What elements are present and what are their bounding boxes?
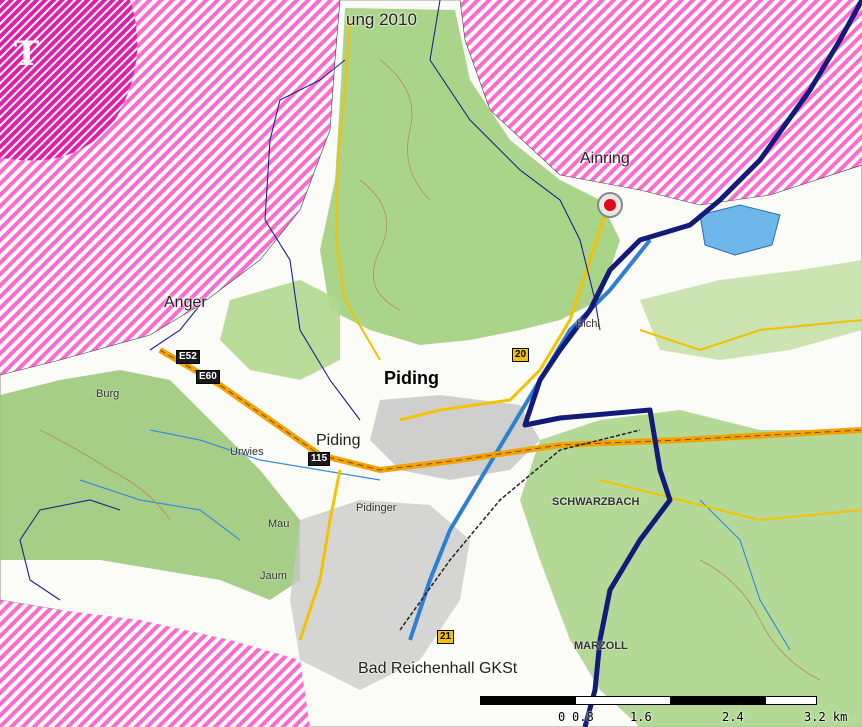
motorway-a8-line: [159, 349, 862, 471]
scale-tick-3: 2.4: [722, 710, 744, 724]
map-title-fragment: ung 2010: [346, 10, 417, 29]
place-piding-main: Piding: [384, 368, 439, 388]
forest-center: [220, 280, 340, 380]
place-marzoll: MARZOLL: [574, 640, 628, 652]
telekom-logo-icon: T: [14, 34, 40, 74]
contour-1: [379, 59, 431, 201]
place-anger: Anger: [164, 294, 207, 311]
route-b21-shield: 21: [437, 630, 455, 644]
scale-tick-4: 3.2 km: [804, 710, 848, 724]
road-east-2: [639, 319, 862, 352]
forest-ne: [640, 260, 862, 360]
scale-tick-2: 1.6: [630, 710, 652, 724]
border-line: [522, 0, 862, 727]
scale-bar: 0 0.8 1.6 2.4 3.2 km: [478, 693, 862, 727]
stream-2: [79, 479, 241, 541]
place-bichl: Bichl: [576, 318, 600, 330]
scale-segment-1: [480, 696, 576, 705]
coverage-lobe-sw: [0, 600, 310, 727]
forest-east: [520, 410, 862, 727]
place-bad-reichenhall: Bad Reichenhall GKSt: [358, 660, 518, 677]
road-east: [599, 479, 862, 522]
route-e52-shield: E52: [176, 350, 200, 364]
built-up-reichenhall: [290, 500, 470, 690]
route-e60-shield: E60: [196, 370, 220, 384]
scale-segment-3: [670, 696, 766, 705]
place-schwarzbach: SCHWARZBACH: [552, 496, 640, 508]
vodafone-site-icon[interactable]: [597, 192, 623, 218]
municipal-boundary: [19, 0, 601, 601]
railway: [399, 429, 641, 631]
contour-3: [699, 559, 821, 681]
forest-north: [320, 8, 620, 345]
road-b20: [399, 199, 612, 422]
place-burg: Burg: [96, 388, 120, 400]
contour-2: [359, 179, 401, 311]
place-pidinger-au: Pidinger: [356, 502, 397, 514]
place-ainring: Ainring: [580, 150, 630, 167]
place-mau: Mau: [268, 518, 290, 530]
stream-3: [699, 499, 791, 651]
place-jaum: Jaum: [260, 570, 287, 582]
road-north: [334, 19, 381, 361]
scale-segment-2: [575, 696, 671, 705]
road-b21: [298, 469, 342, 641]
lake: [699, 204, 781, 256]
river-saalach: [408, 238, 652, 641]
route-junction-shield: 115: [308, 452, 331, 466]
place-urwies: Urwies: [230, 446, 264, 458]
scale-tick-0: 0: [558, 710, 566, 724]
telekom-zone: [0, 0, 138, 161]
forest-west: [0, 370, 300, 600]
scale-segment-4: [765, 696, 817, 705]
contour-4: [39, 429, 171, 521]
place-piding-small: Piding: [316, 432, 361, 449]
scale-tick-1: 0.8: [572, 710, 594, 724]
route-b20-shield: 20: [512, 348, 530, 362]
